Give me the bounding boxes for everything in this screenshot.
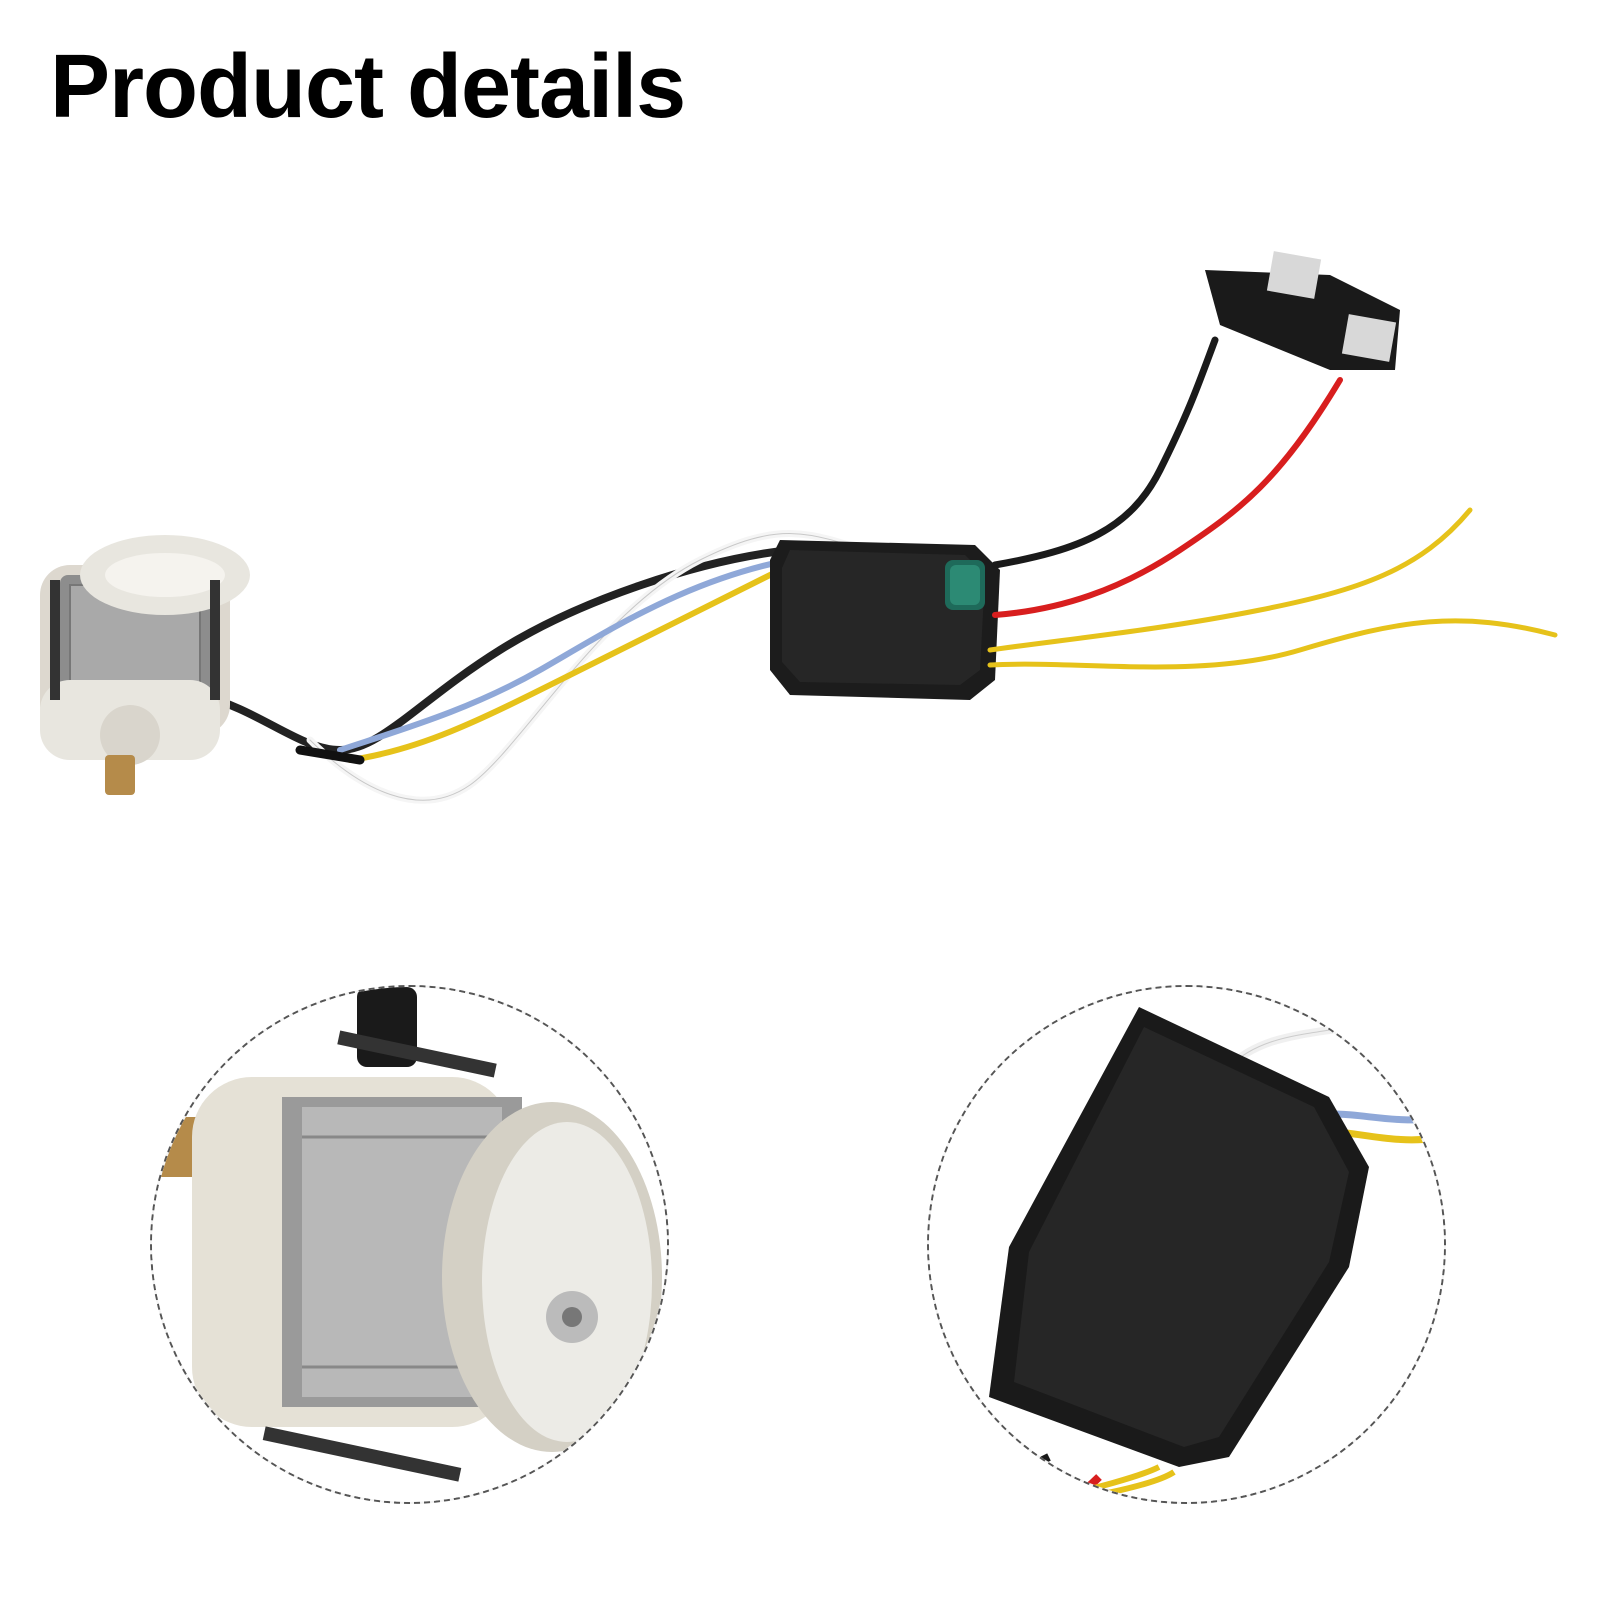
motor-closeup-illustration [152,987,667,1502]
controller-wires [987,336,1558,670]
product-main-photo [0,230,1600,870]
controller-detail-photo [927,985,1446,1504]
battery-terminal [1205,251,1400,370]
motor-detail-photo [150,985,669,1504]
controller-board [770,540,1000,700]
product-illustration [40,251,1558,804]
page-title: Product details [50,37,686,137]
controller-closeup-illustration [929,987,1444,1502]
motor [40,535,250,795]
